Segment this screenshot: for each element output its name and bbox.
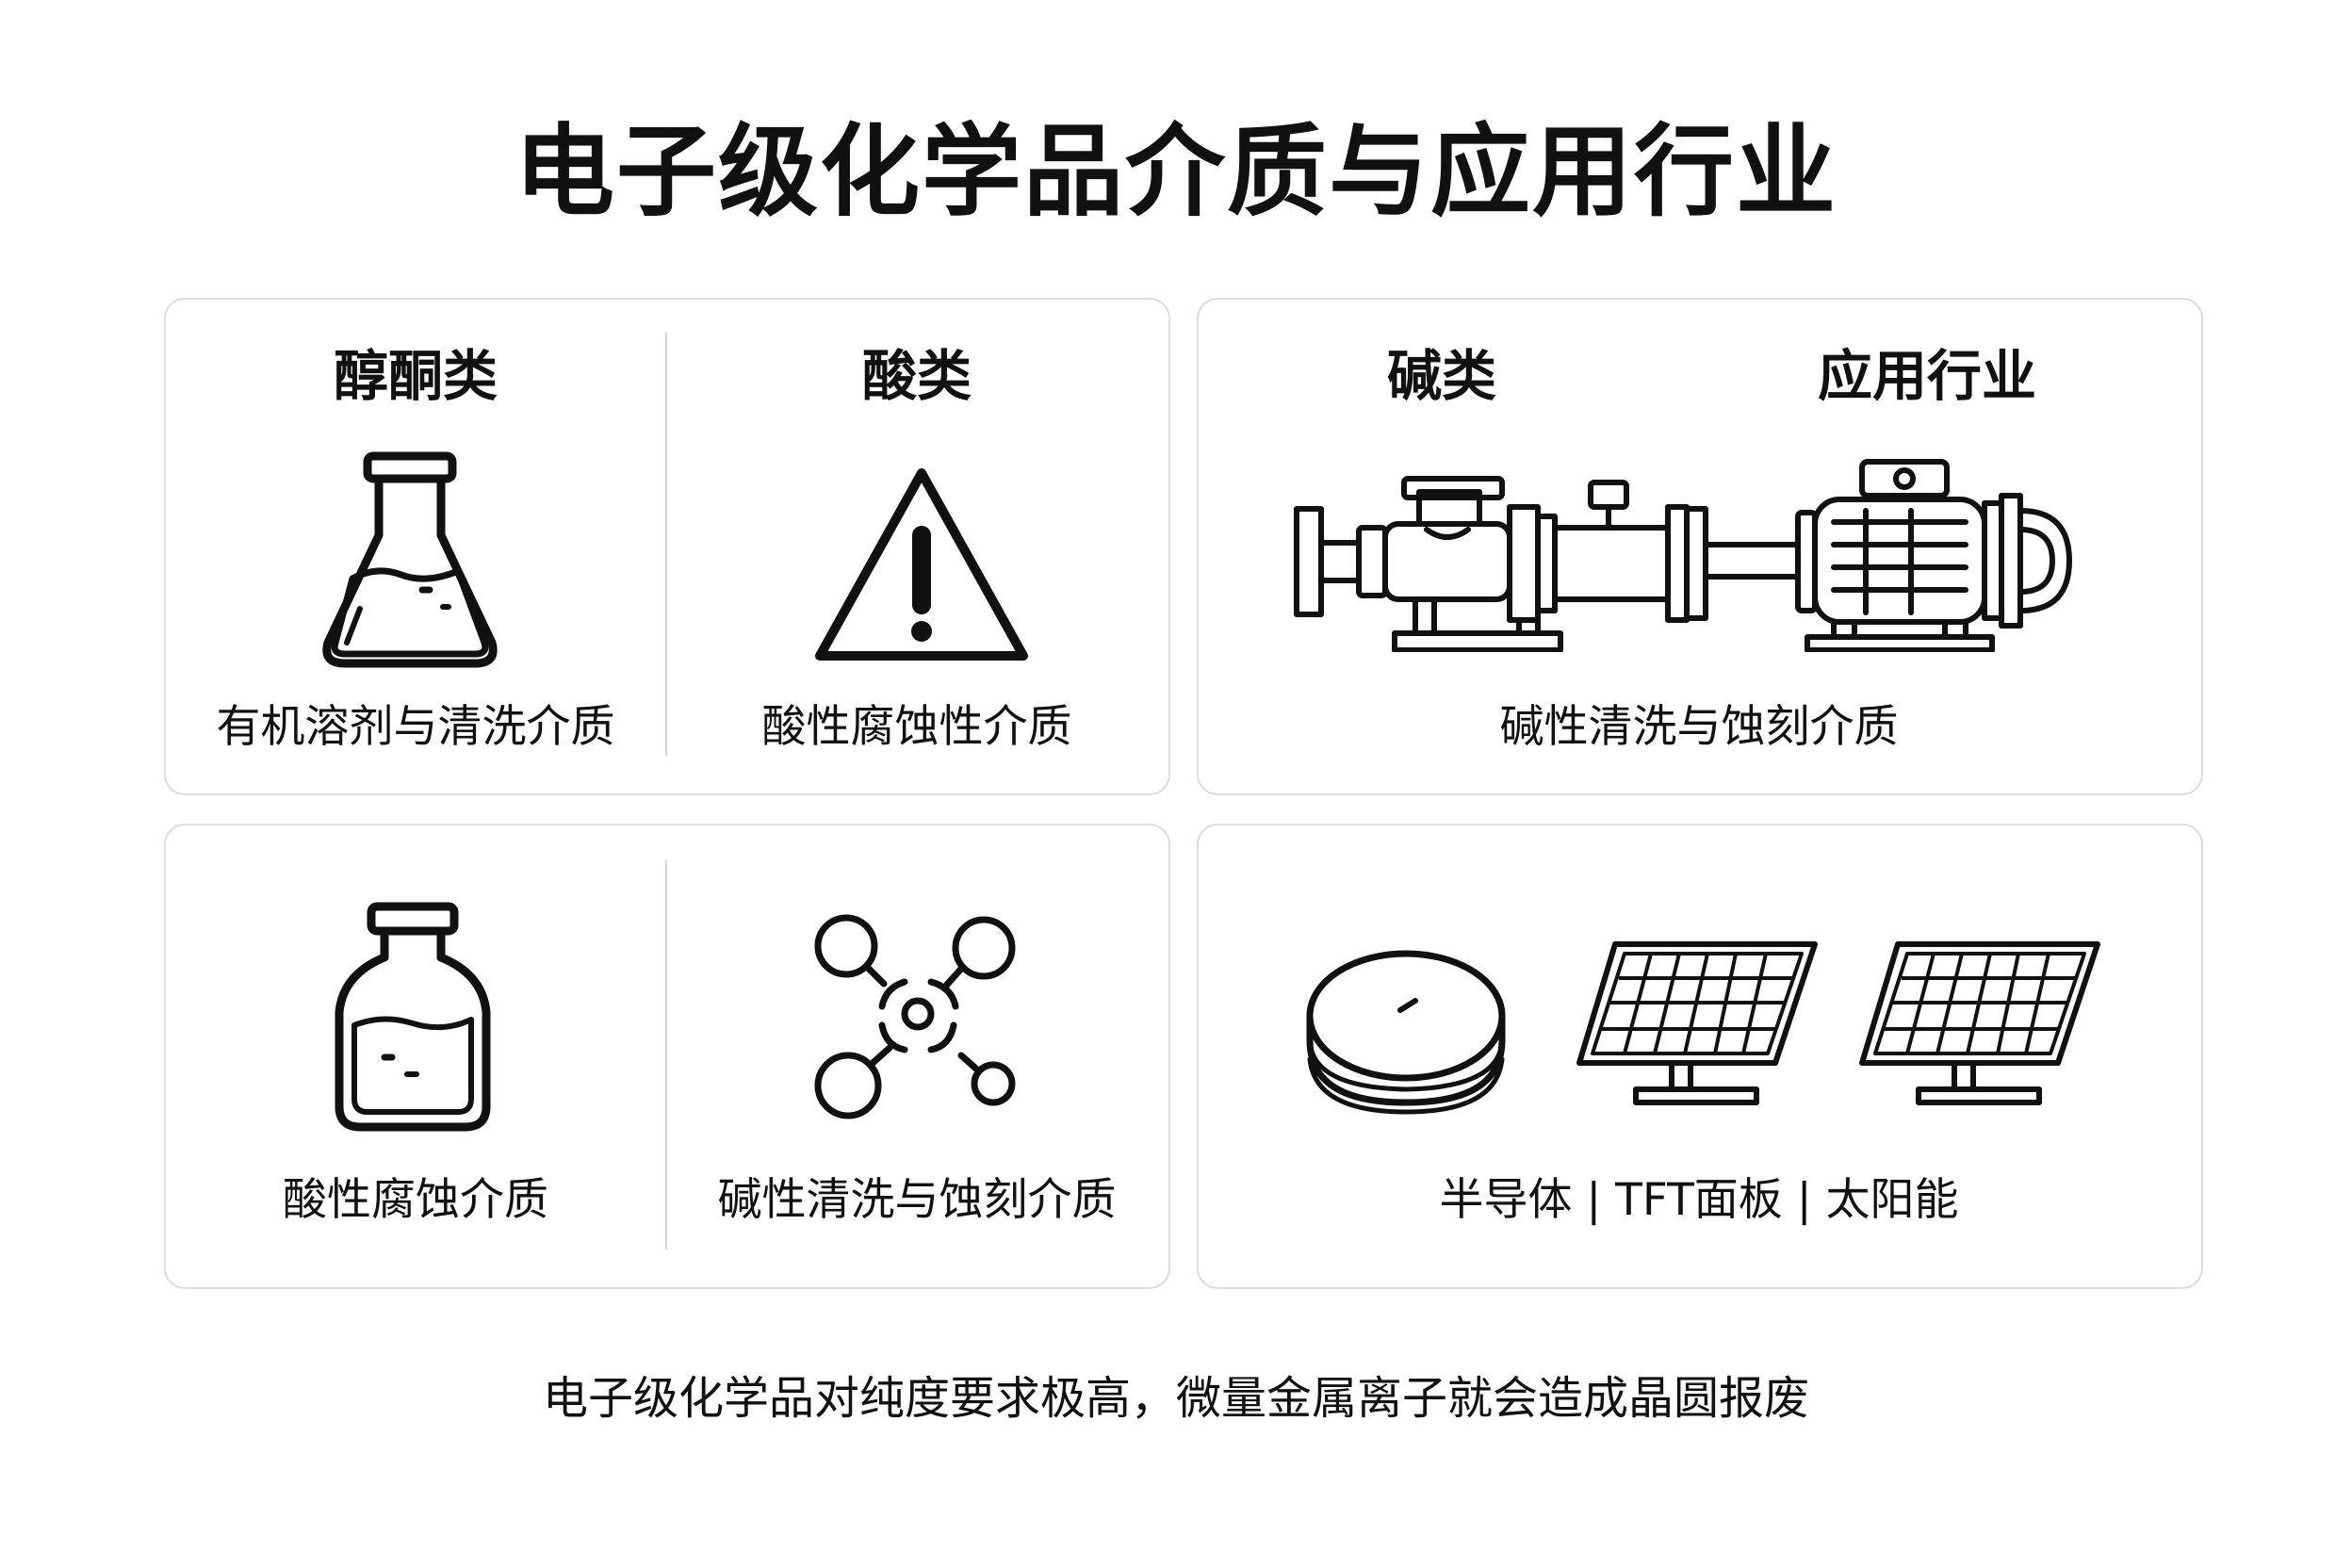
- wafer-icon: [1302, 946, 1510, 1118]
- caption-organic-solvents: 有机溶剂与清洗介质: [216, 701, 615, 753]
- molecule-icon: [810, 910, 1018, 1125]
- caption-alkaline-cleaning: 碱性清洗与蚀刻介质: [1499, 701, 1899, 753]
- heading-application-industries: 应用行业: [1817, 344, 2036, 408]
- solar-panel-icon: [1856, 939, 2101, 1118]
- card-alcohols-acids: [164, 298, 1170, 795]
- card-corrosive-cleaning: [164, 824, 1170, 1289]
- card-divider: [665, 332, 667, 756]
- card-divider: [665, 859, 667, 1250]
- warning-triangle-icon: [808, 462, 1035, 671]
- reagent-bottle-icon: [330, 899, 496, 1136]
- card-alkalis-industries: [1197, 298, 2203, 795]
- page-title: 电子级化学品介质与应用行业: [514, 114, 1838, 230]
- heading-alkalis: 碱类: [1386, 344, 1496, 408]
- heading-alcohols-ketones: 醇酮类: [333, 344, 498, 408]
- solar-panel-icon: [1574, 939, 1819, 1118]
- footer-note: 电子级化学品对纯度要求极高，微量金属离子就会造成晶圆报废: [542, 1372, 1809, 1425]
- caption-industries: 半导体 | TFT面板 | 太阳能: [1439, 1174, 1959, 1226]
- conical-flask-icon: [311, 449, 509, 675]
- pump-motor-icon: [1287, 454, 2116, 652]
- heading-acids: 酸类: [861, 344, 972, 408]
- caption-alkaline-etching: 碱性清洗与蚀刻介质: [717, 1174, 1117, 1226]
- caption-acidic-corrosive: 酸性腐蚀性介质: [761, 701, 1072, 753]
- card-application-icons: [1197, 824, 2203, 1289]
- caption-acidic-corrosion: 酸性腐蚀介质: [283, 1174, 548, 1226]
